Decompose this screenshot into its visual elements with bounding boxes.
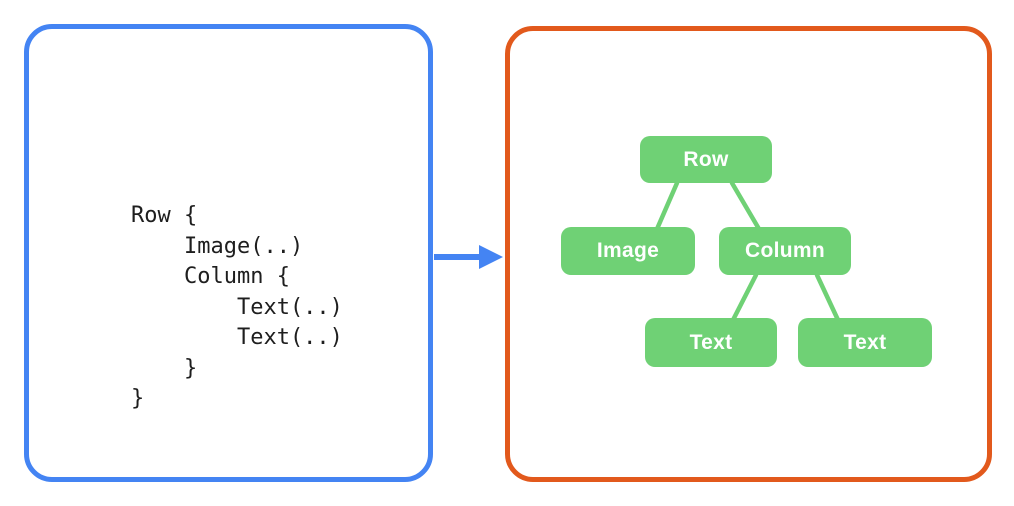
code-panel: Row { Image(..) Column { Text(..) Text(.… <box>24 24 433 482</box>
arrow-head <box>479 245 503 269</box>
tree-node-text-2: Text <box>798 318 932 367</box>
tree-node-text-1: Text <box>645 318 777 367</box>
tree-node-image: Image <box>561 227 695 275</box>
tree-node-row: Row <box>640 136 772 183</box>
tree-node-column: Column <box>719 227 851 275</box>
code-snippet: Row { Image(..) Column { Text(..) Text(.… <box>131 203 343 411</box>
